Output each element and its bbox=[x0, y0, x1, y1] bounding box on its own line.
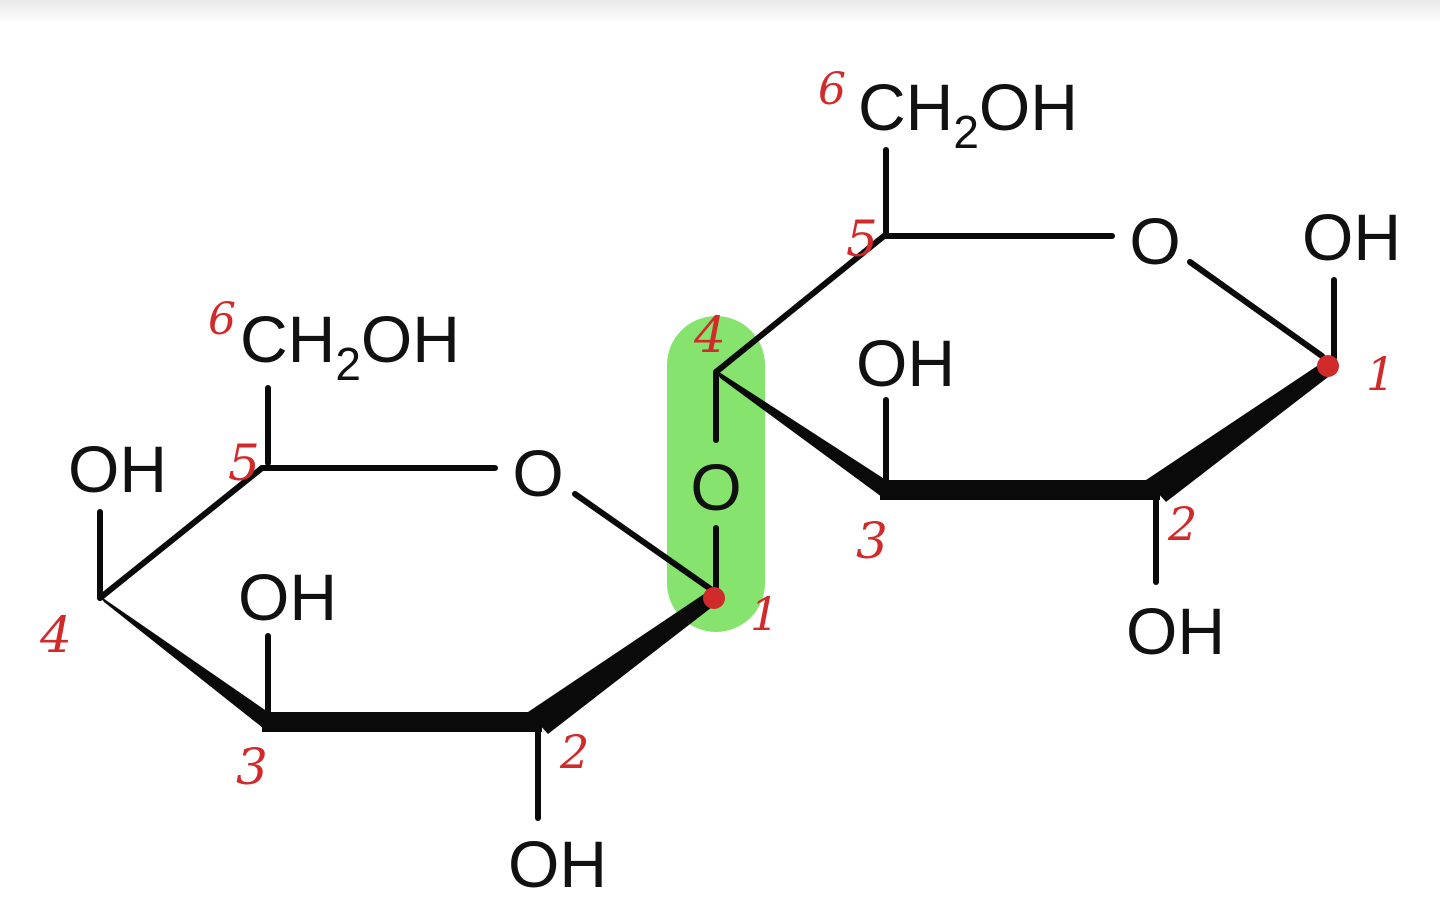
left-wedge-c4-c3 bbox=[100, 596, 268, 732]
left-num-c4: 4 bbox=[39, 606, 72, 664]
right-num-c5: 5 bbox=[846, 210, 878, 268]
glycosidic-oxygen: O bbox=[690, 450, 741, 524]
right-ring: O CH2OH OH OH OH 6 5 4 3 2 1 bbox=[693, 64, 1401, 668]
right-c6-oh: OH bbox=[979, 70, 1078, 144]
left-c6-ch: CH bbox=[240, 302, 335, 376]
right-num-c4: 4 bbox=[693, 306, 726, 364]
right-c1-dot bbox=[1317, 355, 1339, 377]
left-c6-oh: OH bbox=[361, 302, 460, 376]
left-oh-c3: OH bbox=[238, 560, 337, 634]
left-num-c2: 2 bbox=[559, 725, 589, 779]
left-c6-subscript: 2 bbox=[335, 338, 361, 390]
right-c6-ch: CH bbox=[858, 70, 953, 144]
top-shadow-bar bbox=[0, 0, 1440, 24]
glycosidic-bond-highlight bbox=[667, 316, 765, 632]
right-bond-c5-c4 bbox=[713, 233, 887, 375]
right-bold-c3-c2 bbox=[880, 480, 1160, 500]
left-bold-c3-c2 bbox=[262, 712, 542, 732]
right-oh-c2: OH bbox=[1126, 594, 1225, 668]
right-ring-oxygen: O bbox=[1129, 204, 1180, 278]
left-num-c3: 3 bbox=[236, 738, 268, 796]
left-num-c6: 6 bbox=[208, 294, 236, 345]
right-num-c1: 1 bbox=[1366, 347, 1395, 401]
right-c6-subscript: 2 bbox=[953, 106, 979, 158]
left-c1-dot bbox=[703, 587, 725, 609]
right-oh-c1: OH bbox=[1302, 200, 1401, 274]
left-num-c1: 1 bbox=[750, 587, 779, 641]
right-num-c6: 6 bbox=[818, 64, 846, 115]
left-c6-group: CH2OH bbox=[240, 302, 460, 390]
left-bond-o-c1 bbox=[572, 491, 715, 593]
left-bond-c5-c4 bbox=[97, 465, 265, 601]
left-wedge-c2-c1 bbox=[528, 590, 716, 734]
left-ring-oxygen: O bbox=[512, 436, 563, 510]
left-ring-bonds bbox=[97, 369, 719, 821]
left-oh-c2: OH bbox=[508, 827, 607, 901]
left-ring: O CH2OH OH OH OH 6 5 4 3 2 1 bbox=[39, 294, 779, 901]
right-c6-group: CH2OH bbox=[858, 70, 1078, 158]
left-num-c5: 5 bbox=[228, 434, 260, 492]
left-oh-c4: OH bbox=[68, 432, 167, 506]
right-wedge-c2-c1 bbox=[1146, 360, 1332, 502]
right-num-c2: 2 bbox=[1167, 497, 1197, 551]
right-oh-c3: OH bbox=[856, 326, 955, 400]
right-wedge-c4-c3 bbox=[716, 370, 886, 500]
right-ring-bonds bbox=[713, 147, 1337, 585]
right-num-c3: 3 bbox=[856, 512, 888, 570]
right-bond-o-c1 bbox=[1187, 259, 1325, 359]
